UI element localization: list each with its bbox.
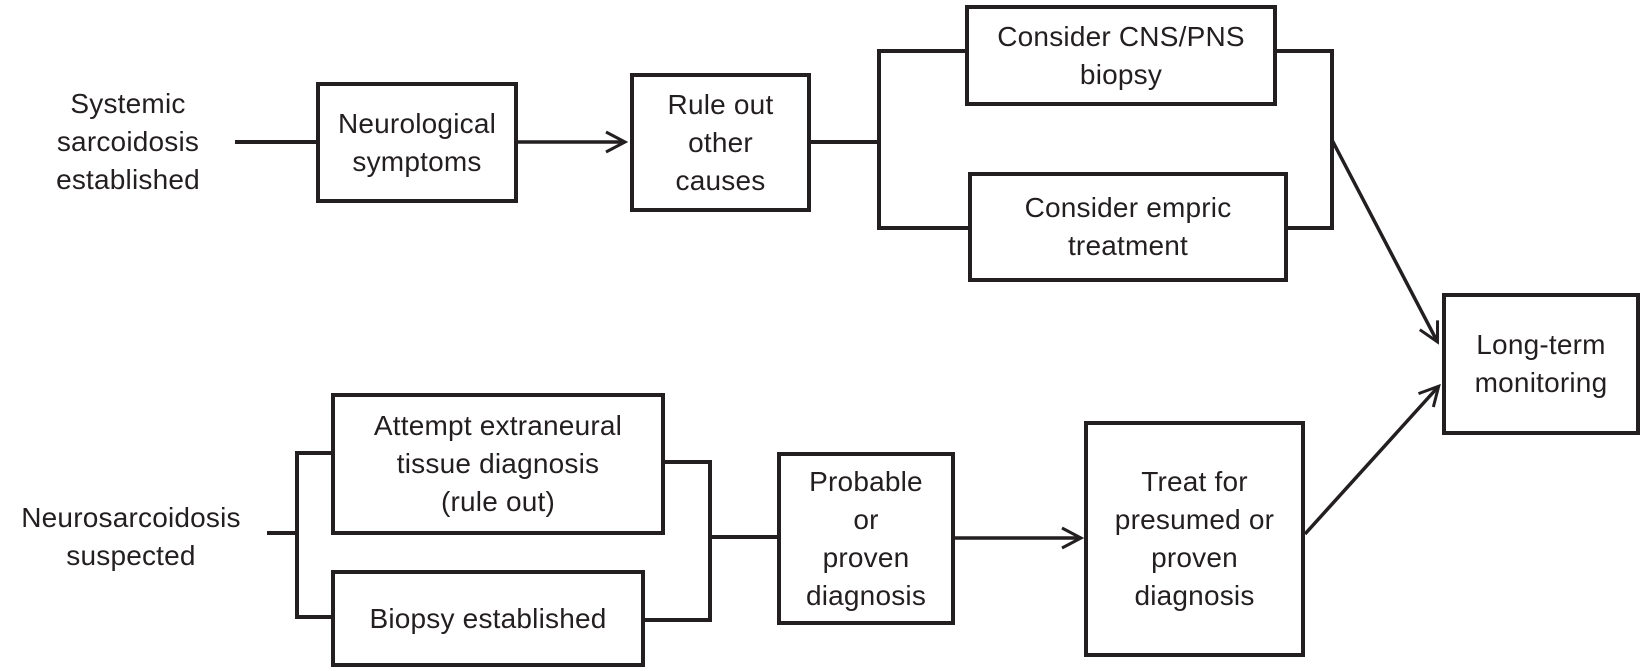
node-probable-or-proven-diagnosis: Probable or proven diagnosis: [777, 452, 955, 625]
node-consider-empric-treatment: Consider empric treatment: [968, 172, 1288, 282]
node-neurosarcoidosis-suspected: Neurosarcoidosis suspected: [21, 502, 241, 571]
arrow-treat-to-long-term: [1303, 387, 1438, 536]
node-treat-for-presumed-or-proven-diagnosis: Treat for presumed or proven diagnosis: [1084, 421, 1305, 657]
node-attempt-extraneural-tissue-diagnosis: Attempt extraneural tissue diagnosis (ru…: [331, 393, 665, 535]
node-systemic-sarcoidosis-established: Systemic sarcoidosis established: [56, 88, 200, 195]
node-consider-cns-pns-biopsy: Consider CNS/PNS biopsy: [965, 5, 1277, 106]
node-long-term-monitoring: Long-term monitoring: [1442, 293, 1640, 435]
node-biopsy-established: Biopsy established: [331, 570, 645, 667]
node-rule-out-other-causes: Rule out other causes: [630, 73, 811, 212]
arrow-merge-to-long-term: [1330, 139, 1437, 341]
node-neurological-symptoms: Neurological symptoms: [316, 82, 518, 203]
